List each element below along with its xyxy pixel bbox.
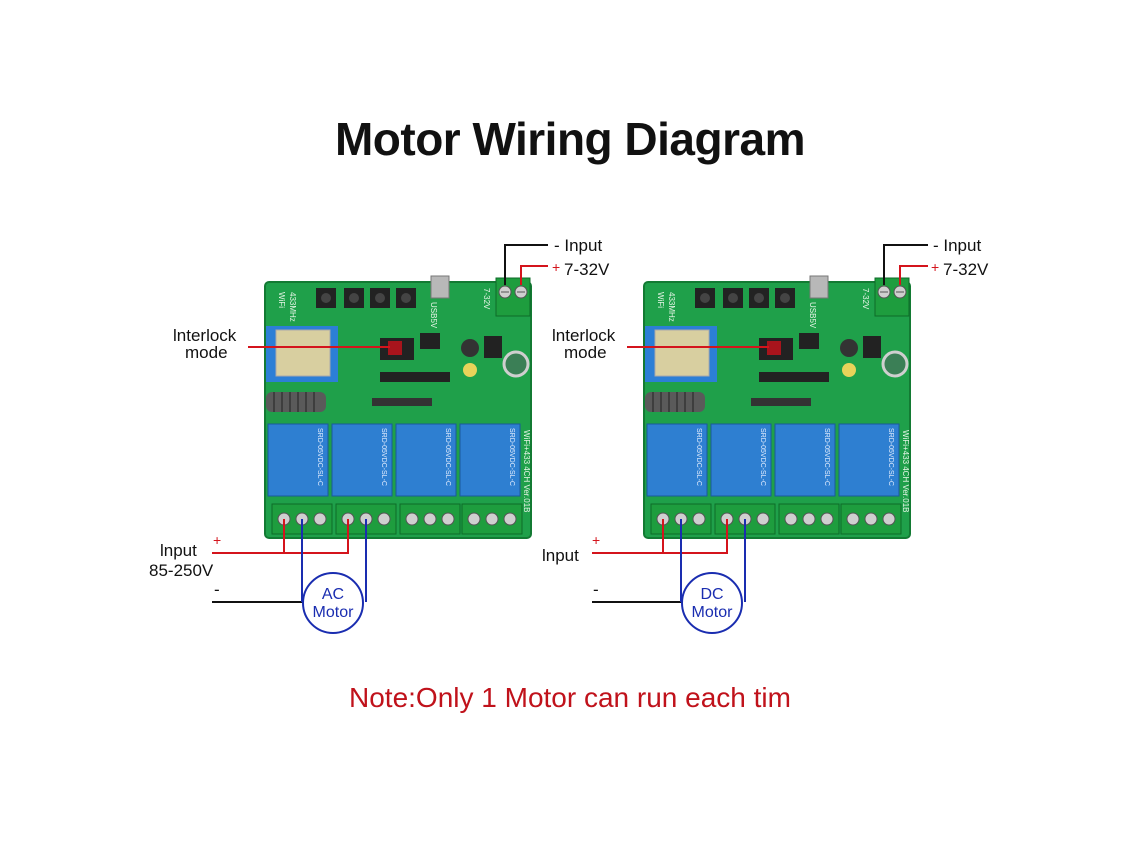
motor-symbol xyxy=(681,572,743,634)
usb-port xyxy=(430,275,450,299)
chip xyxy=(420,333,440,349)
silk-model: WiFi+433 4CH Ver.01B xyxy=(901,430,910,512)
silk-model: WiFi+433 4CH Ver.01B xyxy=(522,430,531,512)
silk-wifi: WiFi xyxy=(277,292,286,308)
input-label: lnput xyxy=(542,546,579,565)
silk-usb: USB5V xyxy=(808,302,817,329)
interlock-label-mode: mode xyxy=(185,343,228,362)
chip xyxy=(759,372,829,382)
silk-usb: USB5V xyxy=(429,302,438,329)
chip xyxy=(863,336,881,358)
output-terminals xyxy=(650,503,902,535)
chip xyxy=(751,398,811,406)
inductor xyxy=(840,339,858,357)
output-terminals xyxy=(271,503,523,535)
chip xyxy=(380,372,450,382)
relay-label: SRD-05VDC-SL-C xyxy=(823,428,830,486)
input-plus-wire-2 xyxy=(284,519,349,554)
input-plus-sign: + xyxy=(592,532,600,548)
motor-label: Motor xyxy=(313,604,355,621)
electrolytic-capacitor xyxy=(502,350,530,378)
capacitor xyxy=(463,363,477,377)
motor-symbol xyxy=(302,572,364,634)
board-dc: WiFi 433MHz USB5V 7-32V WiFi+433 4CH Ver… xyxy=(542,236,989,634)
capacitor xyxy=(842,363,856,377)
silk-volt: 7-32V xyxy=(861,288,870,310)
relay-label: SRD-05VDC-SL-C xyxy=(759,428,766,486)
relay-label: SRD-05VDC-SL-C xyxy=(444,428,451,486)
pos-sign: + xyxy=(552,259,560,275)
usb-port xyxy=(809,275,829,299)
pos-power-wire xyxy=(899,265,928,285)
silk-volt: 7-32V xyxy=(482,288,491,310)
silk-freq: 433MHz xyxy=(667,292,676,322)
neg-power-wire xyxy=(883,244,928,285)
input-plus-sign: + xyxy=(213,532,221,548)
interlock-label: lnterlock xyxy=(173,326,237,345)
neg-input-label: - Input xyxy=(554,236,602,255)
neg-input-label: - Input xyxy=(933,236,981,255)
input-minus-sign: - xyxy=(214,580,220,599)
interlock-label: lnterlock xyxy=(552,326,616,345)
push-buttons xyxy=(695,288,795,308)
power-terminal xyxy=(874,277,910,317)
wifi-module xyxy=(266,326,338,382)
input-plus-wire-2 xyxy=(663,519,728,554)
motor-label-type: AC xyxy=(322,586,344,603)
interlock-jumper xyxy=(388,341,402,355)
pos-power-wire xyxy=(520,265,548,285)
input-range: 85-250V xyxy=(149,561,214,580)
wifi-module xyxy=(645,326,717,382)
board-ac: WiFi 433MHz USB5V 7-32V WiFi+433 4CH Ver… xyxy=(149,236,610,634)
chip xyxy=(484,336,502,358)
footer-note: Note:Only 1 Motor can run each tim xyxy=(349,682,791,713)
antenna-coil xyxy=(645,392,705,412)
relay-label: SRD-05VDC-SL-C xyxy=(695,428,702,486)
relay-label: SRD-05VDC-SL-C xyxy=(316,428,323,486)
interlock-jumper xyxy=(767,341,781,355)
neg-power-wire xyxy=(504,244,548,285)
relays: SRD-05VDC-SL-C SRD-05VDC-SL-C SRD-05VDC-… xyxy=(646,423,900,497)
antenna-coil xyxy=(266,392,326,412)
relay-label: SRD-05VDC-SL-C xyxy=(508,428,515,486)
page-title: Motor Wiring Diagram xyxy=(334,113,806,165)
relay-label: SRD-05VDC-SL-C xyxy=(380,428,387,486)
power-terminal xyxy=(495,277,531,317)
chip xyxy=(799,333,819,349)
interlock-label-mode: mode xyxy=(564,343,607,362)
input-minus-sign: - xyxy=(593,580,599,599)
voltage-label: 7-32V xyxy=(943,260,989,279)
pos-sign: + xyxy=(931,259,939,275)
electrolytic-capacitor xyxy=(881,350,909,378)
relay-label: SRD-05VDC-SL-C xyxy=(887,428,894,486)
relays: SRD-05VDC-SL-C SRD-05VDC-SL-C SRD-05VDC-… xyxy=(267,423,521,497)
chip xyxy=(372,398,432,406)
motor-label: Motor xyxy=(692,604,734,621)
inductor xyxy=(461,339,479,357)
motor-label-type: DC xyxy=(700,586,723,603)
voltage-label: 7-32V xyxy=(564,260,610,279)
push-buttons xyxy=(316,288,416,308)
input-label: lnput xyxy=(160,541,197,560)
silk-freq: 433MHz xyxy=(288,292,297,322)
silk-wifi: WiFi xyxy=(656,292,665,308)
